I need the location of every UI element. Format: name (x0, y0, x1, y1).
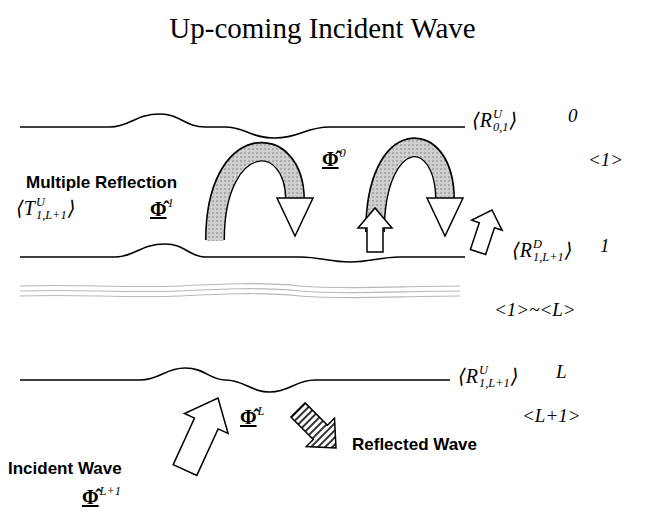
reflection-operator: ⟨R (512, 239, 532, 261)
boundary-L (20, 368, 450, 392)
reflection-operator: ⟨R (458, 365, 478, 387)
annotation: Multiple Reflection (26, 172, 177, 193)
layer-range: <L+1> (522, 405, 581, 426)
layer-range: <L+1> (522, 404, 581, 428)
reflection-operator: ⟨RU0,1⟩ (472, 108, 517, 134)
vector-symbol: Φ̂ (322, 148, 339, 170)
subscript: 1,L+1 (533, 251, 564, 264)
layer-number: L (556, 360, 567, 384)
annotation: Multiple Reflection (26, 173, 177, 192)
field-vector: Φ̂1 (150, 196, 174, 222)
subscript: 0,1 (493, 121, 509, 134)
arc-band-outline (215, 152, 295, 240)
layer-number: 1 (600, 234, 610, 258)
index-stack: D1,L+1 (533, 238, 564, 264)
title: Up-coming Incident Wave (0, 12, 645, 45)
layer-number: L (556, 361, 567, 382)
boundary-0 (20, 114, 465, 138)
annotation: Reflected Wave (352, 434, 477, 455)
subscript: 1,L+1 (479, 377, 510, 390)
superscript: U (36, 196, 67, 209)
reflection-operator: ⟩ (510, 109, 518, 131)
layer-number: 0 (568, 104, 578, 128)
layer-range: <1> (588, 149, 623, 170)
transmission-operator: ⟨TU1,L+1⟩ (16, 196, 76, 222)
field-vector: Φ̂0 (322, 146, 346, 172)
grey-wave (20, 294, 460, 298)
superscript: U (493, 108, 509, 121)
index-stack: U1,L+1 (479, 364, 510, 390)
multiple-reflection-arrows (215, 147, 502, 254)
up-arrow (470, 210, 502, 255)
reflection-operator: ⟩ (511, 365, 519, 387)
arrow-head (277, 198, 313, 236)
grey-wave (20, 289, 460, 293)
annotation: Reflected Wave (352, 435, 477, 454)
reflection-operator: ⟨RU1,L+1⟩ (458, 364, 519, 390)
omitted-layers (20, 284, 460, 298)
boundary-1 (20, 244, 465, 262)
superscript: 1 (168, 196, 174, 210)
reflected-arrow (291, 403, 336, 448)
superscript: L (258, 404, 265, 418)
reflection-operator: ⟩ (565, 239, 573, 261)
vector-symbol: Φ̂ (150, 198, 167, 220)
layer-boundaries (20, 114, 465, 392)
annotation: Incident Wave (8, 458, 122, 479)
layer-number: 1 (600, 235, 610, 256)
layer-range: <1>~<L> (494, 298, 576, 322)
layer-number: 0 (568, 105, 578, 126)
index-stack: U1,L+1 (36, 196, 67, 222)
layer-range: <1>~<L> (494, 299, 576, 320)
reflection-operator: ⟨R (472, 109, 492, 131)
arrow-head (427, 198, 463, 236)
incident-arrow (173, 398, 228, 475)
superscript: D (533, 238, 564, 251)
field-vector: Φ̂L (240, 404, 265, 430)
transmission-operator: ⟨T (16, 197, 35, 219)
subscript: 1,L+1 (36, 209, 67, 222)
field-vector: Φ̂L+1 (82, 484, 121, 510)
index-stack: U0,1 (493, 108, 509, 134)
arc-band (215, 152, 295, 241)
annotation: Incident Wave (8, 459, 122, 478)
superscript: L+1 (100, 484, 121, 498)
superscript: 0 (340, 146, 346, 160)
vector-symbol: Φ̂ (240, 406, 257, 428)
layer-range: <1> (588, 148, 623, 172)
transmission-operator: ⟩ (68, 197, 76, 219)
vector-symbol: Φ̂ (82, 486, 99, 508)
superscript: U (479, 364, 510, 377)
up-arrow (358, 208, 392, 252)
grey-wave (20, 284, 460, 288)
reflection-operator: ⟨RD1,L+1⟩ (512, 238, 573, 264)
